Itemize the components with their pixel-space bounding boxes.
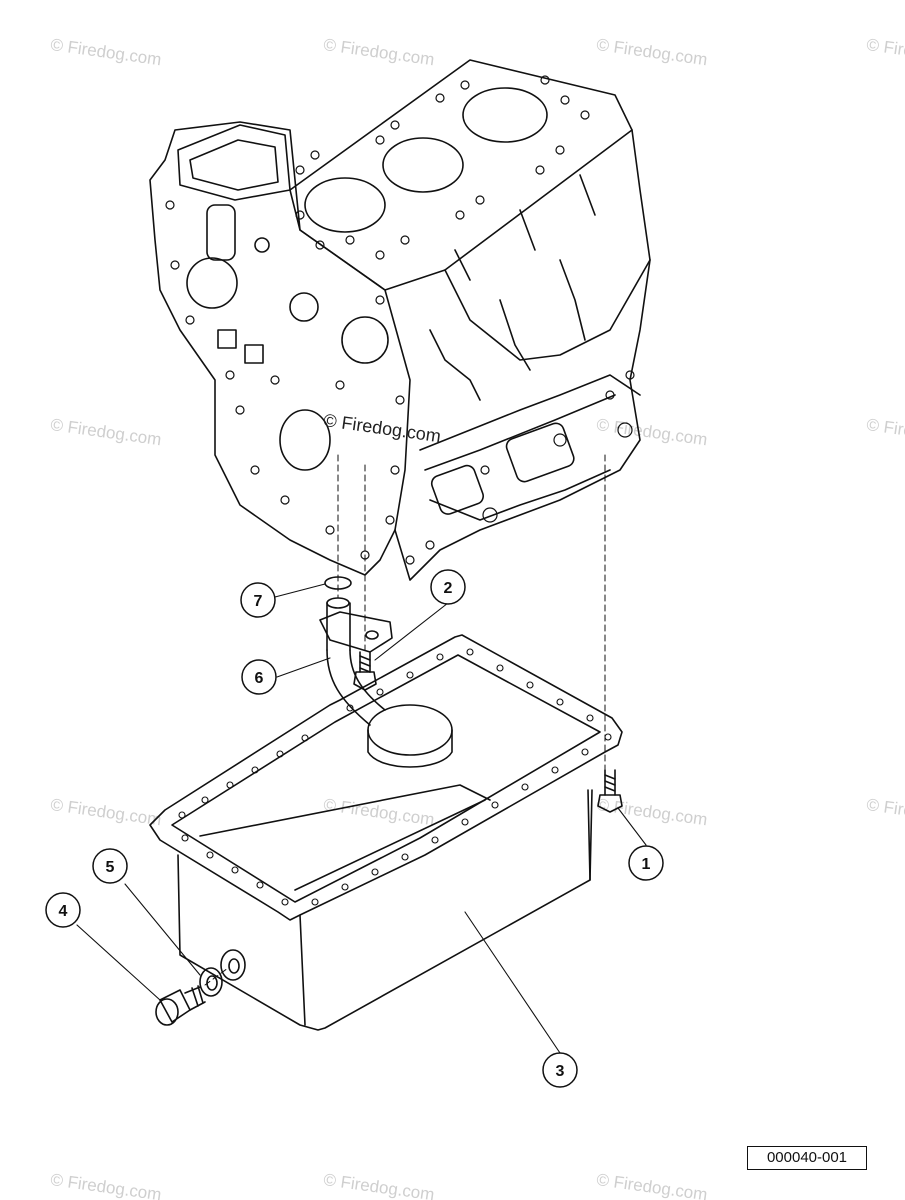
callout-7: 7 [240, 582, 276, 618]
pan-flange-bolt-holes [178, 648, 612, 906]
callout-4: 4 [45, 892, 81, 928]
oil-strainer [319, 597, 453, 768]
callout-2: 2 [430, 569, 466, 605]
reference-code: 000040-001 [747, 1146, 867, 1170]
bolt-2 [353, 651, 377, 691]
callout-label: 1 [642, 856, 651, 873]
callout-5: 5 [92, 848, 128, 884]
callout-3: 3 [542, 1052, 578, 1088]
bolt-1 [597, 769, 623, 813]
engine-block [149, 59, 651, 581]
callout-label: 5 [106, 859, 115, 876]
callout-1: 1 [628, 845, 664, 881]
callout-label: 6 [255, 670, 264, 687]
callout-label: 2 [444, 580, 453, 597]
callout-label: 7 [254, 593, 263, 610]
leader-lines [76, 583, 647, 1054]
oil-pan [149, 634, 623, 1031]
block-bolt-holes [165, 75, 635, 565]
callout-6: 6 [241, 659, 277, 695]
callout-label: 3 [556, 1063, 565, 1080]
alignment-lines [204, 454, 606, 986]
callout-label: 4 [59, 903, 68, 920]
drain-plug [155, 985, 206, 1026]
